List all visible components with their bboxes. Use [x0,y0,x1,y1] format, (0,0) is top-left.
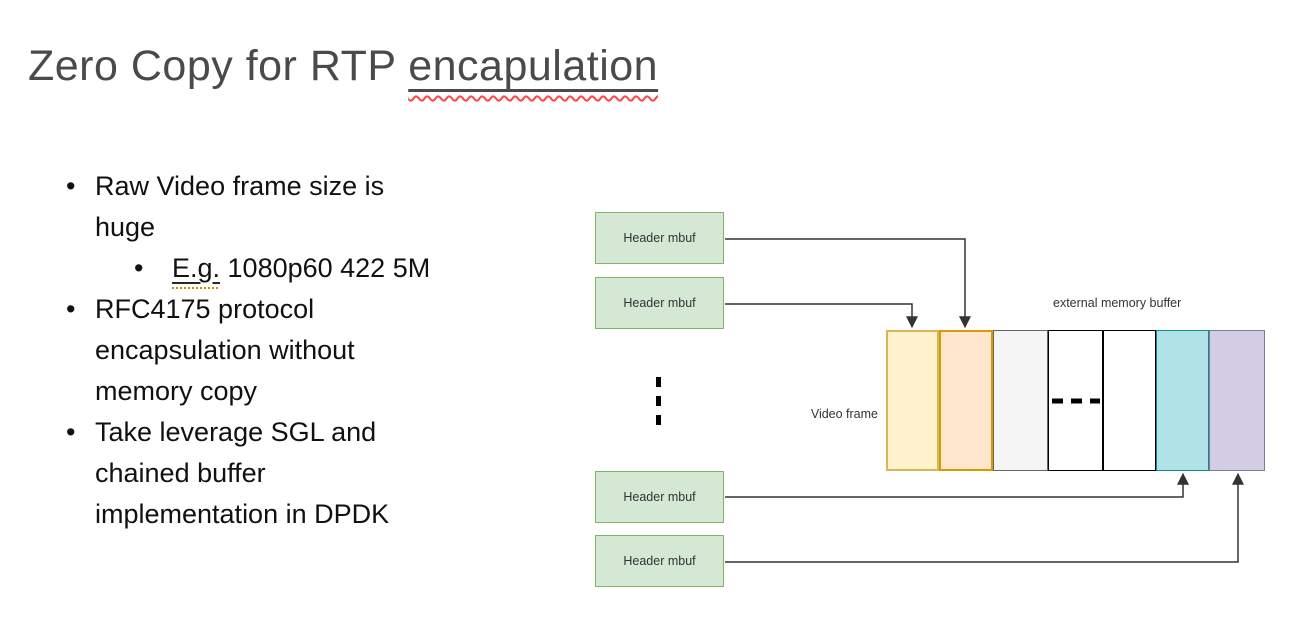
bullet-marker: • [66,171,76,201]
external-memory-buffer-label: external memory buffer [1053,296,1182,310]
header-mbuf-label: Header mbuf [623,231,696,245]
bullet-text: E.g. 1080p60 422 5M [172,248,438,289]
bullet-marker: • [66,294,76,324]
segment-gray [993,330,1048,471]
spellcheck-squiggle: encapulation [408,42,659,90]
header-mbuf-box-4: Header mbuf [595,535,724,587]
header-mbuf-label: Header mbuf [623,554,696,568]
segment-teal [1156,330,1209,471]
header-mbuf-label: Header mbuf [623,296,696,310]
arrow-header1-to-orange [725,238,971,329]
bullet-item-sgl: • Take leverage SGL and chained buffer i… [60,412,438,535]
bullet-text: Raw Video frame size is huge [95,171,385,242]
bullet-marker: • [134,253,144,283]
bullet-marker: • [66,417,76,447]
segment-orange [939,330,993,471]
bullet-text: Take leverage SGL and chained buffer imp… [95,417,390,529]
external-memory-buffer [886,330,1265,471]
video-frame-label: Video frame [810,407,878,421]
segment-lavender [1209,330,1265,471]
bullet-text-rest: 1080p60 422 5M [220,253,431,283]
bullet-item-raw-video: • Raw Video frame size is huge [60,166,438,248]
title-prefix: Zero Copy for RTP [28,42,409,90]
grammar-flagged-text: E.g. [172,253,220,283]
segment-white [1103,330,1156,471]
title-misspelled-word: encapulation [408,42,658,90]
segment-yellow [886,330,939,471]
header-mbuf-box-2: Header mbuf [595,277,724,329]
more-mbufs-ellipsis [656,377,661,429]
arrow-header2-to-yellow [725,303,918,329]
arrow-header3-to-teal [725,472,1189,498]
segment-white-dashed [1048,330,1103,471]
bullet-item-rfc4175: • RFC4175 protocol encapsulation without… [60,289,438,412]
header-mbuf-label: Header mbuf [623,490,696,504]
header-mbuf-box-3: Header mbuf [595,471,724,523]
continuation-dashes [1051,398,1100,403]
page-title: Zero Copy for RTP encapulation [28,42,658,91]
bullet-item-example: • E.g. 1080p60 422 5M [60,248,438,289]
bullet-text: RFC4175 protocol encapsulation without m… [95,294,355,406]
arrow-header4-to-lavender [725,472,1244,563]
header-mbuf-box-1: Header mbuf [595,212,724,264]
bullet-list: • Raw Video frame size is huge • E.g. 10… [60,166,438,535]
grammar-dotted-underline: E.g. [172,253,221,283]
